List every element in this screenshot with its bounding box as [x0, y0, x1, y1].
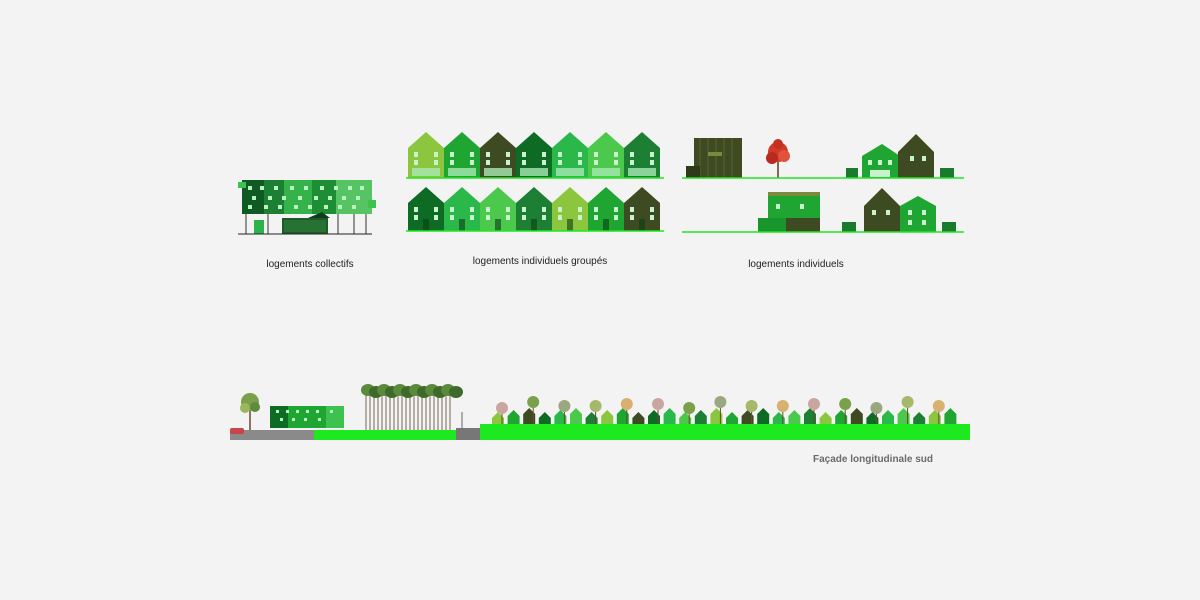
house-unit — [624, 187, 660, 231]
house-unit — [480, 132, 516, 178]
collective-housing-elevation — [238, 180, 376, 235]
red-tree — [766, 139, 790, 178]
individual-houses-lower-elevation — [682, 188, 964, 233]
grouped-houses-lower-elevation — [406, 187, 664, 232]
house-unit — [480, 187, 516, 231]
house-unit — [552, 187, 588, 231]
caption-logements-individuels-groupes: logements individuels groupés — [472, 256, 608, 267]
house-unit — [588, 132, 624, 178]
caption-facade-longitudinale-sud: Façade longitudinale sud — [813, 454, 934, 465]
house-unit — [408, 132, 444, 178]
individual-houses-upper-elevation — [682, 134, 964, 179]
house-unit — [408, 187, 444, 231]
house-unit — [552, 132, 588, 178]
house-unit — [444, 132, 480, 178]
house-unit — [588, 187, 624, 231]
south-longitudinal-facade — [230, 384, 970, 440]
caption-logements-collectifs: logements collectifs — [266, 259, 354, 270]
grouped-houses-upper-elevation — [406, 132, 664, 179]
house-unit — [624, 132, 660, 178]
caption-logements-individuels: logements individuels — [748, 259, 844, 270]
house-unit — [516, 132, 552, 178]
house-unit — [516, 187, 552, 231]
house-unit — [444, 187, 480, 231]
